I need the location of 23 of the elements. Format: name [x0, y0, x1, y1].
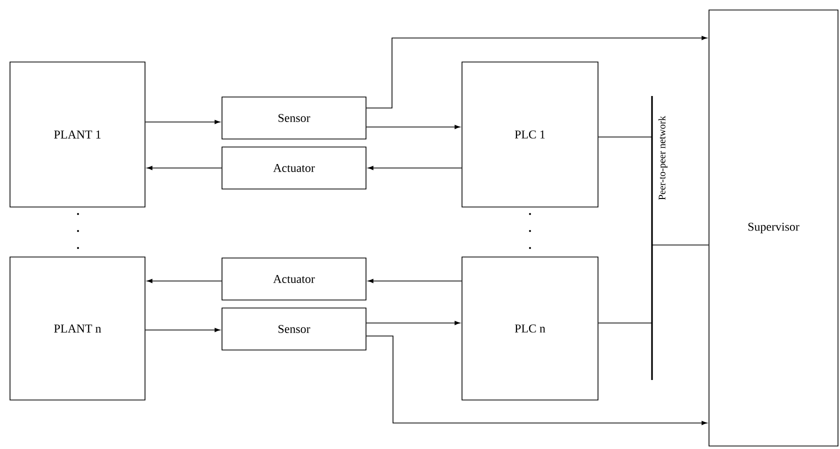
arrow	[366, 125, 460, 129]
connector-line	[652, 244, 709, 246]
connector-line	[598, 136, 652, 138]
connector-line	[598, 322, 652, 324]
bus-label: Peer-to-peer network	[658, 116, 668, 200]
arrow	[368, 166, 462, 170]
process-box: Sensor	[222, 96, 366, 140]
arrow	[368, 279, 462, 283]
arrow	[366, 36, 708, 108]
plc-box: PLC 1	[462, 62, 598, 208]
arrow	[145, 120, 220, 124]
arrow	[366, 336, 708, 425]
plant-box: PLANT n	[10, 256, 146, 400]
plant-box: PLANT 1	[10, 62, 146, 208]
arrow	[366, 321, 460, 325]
arrow	[146, 279, 222, 283]
process-box: Actuator	[222, 258, 366, 300]
arrow	[145, 328, 220, 332]
process-box: Sensor	[222, 308, 366, 350]
plc-box: PLC n	[462, 256, 598, 400]
process-box: Actuator	[222, 146, 366, 190]
arrow	[146, 166, 222, 170]
supervisor-box: Supervisor	[708, 10, 838, 446]
